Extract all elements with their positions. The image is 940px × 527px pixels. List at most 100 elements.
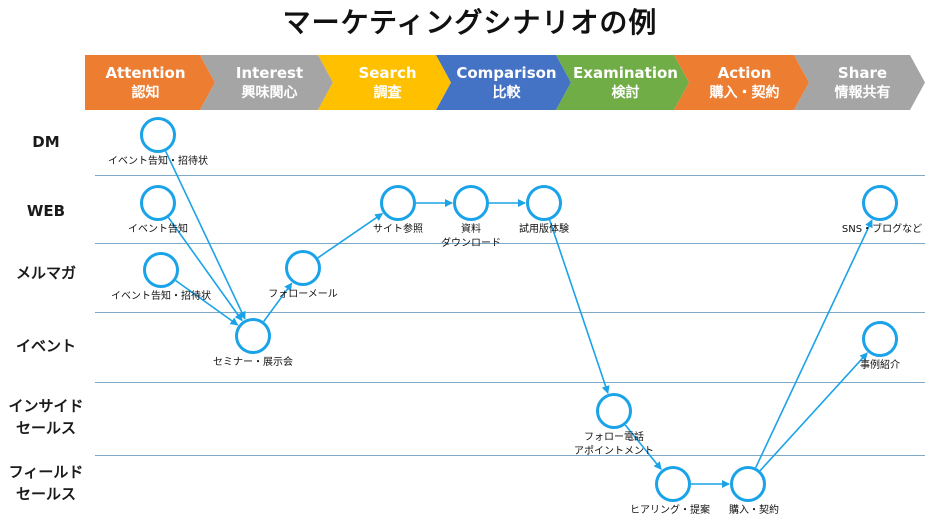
node-label-follow-call: フォロー電話アポイントメント (574, 431, 654, 459)
stage-name-ja: 認知 (131, 84, 160, 101)
node-mail-invite (142, 251, 179, 288)
node-label-line: イベント告知 (128, 224, 188, 235)
row-divider (95, 243, 925, 244)
node-download (452, 184, 489, 221)
row-divider (95, 382, 925, 383)
node-trial (525, 184, 562, 221)
node-label-seminar: セミナー・展示会 (213, 356, 293, 370)
node-label-trial: 試用版体験 (519, 223, 569, 237)
row-label-line: セールス (15, 419, 76, 437)
flow-arrow-trial-to-follow-call (548, 219, 610, 394)
row-divider (95, 175, 925, 176)
stage-name-ja: 比較 (492, 84, 521, 101)
flow-arrow-seminar-to-follow-mail (263, 282, 293, 322)
stage-name-en: Search (358, 63, 417, 82)
row-label-line: イベント (15, 337, 76, 355)
stage-chevron-2 (318, 55, 451, 110)
node-label-line: イベント告知・招待状 (108, 156, 208, 167)
flow-arrow-purchase-to-sns (754, 219, 873, 469)
stage-chevron-0 (85, 55, 215, 110)
node-label-line: イベント告知・招待状 (111, 291, 211, 302)
flow-arrow-dm-invite-to-seminar (164, 150, 246, 320)
stage-label-5: Action 購入・契約 (685, 55, 805, 110)
node-label-line: 資料 (461, 224, 481, 235)
node-sns (861, 184, 898, 221)
stage-name-ja: 調査 (373, 84, 402, 101)
stage-name-ja: 興味関心 (241, 84, 298, 101)
stage-name-en: Share (837, 63, 888, 82)
node-hearing (654, 465, 691, 502)
row-label-line: セールス (15, 485, 76, 503)
row-label-0: DM (0, 122, 92, 162)
node-label-line: ヒアリング・提案 (630, 505, 710, 516)
row-label-line: フィールド (8, 463, 84, 481)
stage-chevron-3 (436, 55, 571, 110)
stage-label-6: Share 情報共有 (803, 55, 923, 110)
node-label-site-visit: サイト参照 (373, 223, 423, 237)
node-label-case-intro: 事例紹介 (860, 359, 900, 373)
node-label-mail-invite: イベント告知・招待状 (111, 290, 211, 304)
node-label-hearing: ヒアリング・提案 (630, 504, 710, 518)
stage-name-en: Interest (235, 63, 304, 82)
flow-arrow-follow-call-to-hearing (624, 424, 662, 470)
row-label-4: インサイドセールス (0, 389, 92, 445)
node-seminar (234, 317, 271, 354)
node-label-line: フォローメール (268, 289, 338, 300)
stage-label-0: Attention 認知 (86, 55, 206, 110)
stage-name-ja: 購入・契約 (709, 84, 780, 101)
stage-name-en: Comparison (456, 63, 557, 82)
node-label-line: フォロー電話 (584, 432, 644, 443)
node-follow-call (595, 392, 632, 429)
stage-name-en: Attention (105, 63, 186, 82)
node-site-visit (379, 184, 416, 221)
row-label-line: DM (32, 133, 60, 151)
node-label-sns: SNS・ブログなど (842, 223, 922, 237)
node-label-line: ダウンロード (441, 238, 501, 249)
row-divider (95, 312, 925, 313)
node-web-notice (139, 184, 176, 221)
stage-name-en: Examination (573, 63, 678, 82)
stage-label-1: Interest 興味関心 (210, 55, 330, 110)
stage-label-2: Search 調査 (328, 55, 448, 110)
row-label-5: フィールドセールス (0, 455, 92, 511)
node-label-line: SNS・ブログなど (841, 224, 923, 235)
node-dm-invite (139, 116, 176, 153)
node-label-download: 資料ダウンロード (441, 223, 501, 251)
node-label-dm-invite: イベント告知・招待状 (108, 155, 208, 169)
node-label-line: 試用版体験 (519, 224, 569, 235)
node-label-purchase: 購入・契約 (729, 504, 779, 518)
node-label-line: サイト参照 (373, 224, 423, 235)
flow-arrow-mail-invite-to-seminar (175, 279, 239, 326)
stage-name-ja: 検討 (611, 84, 640, 101)
row-label-2: メルマガ (0, 253, 92, 293)
stage-chevron-6 (794, 55, 925, 110)
stage-chevron-5 (674, 55, 809, 110)
row-label-line: インサイド (8, 397, 84, 415)
node-label-line: 事例紹介 (860, 360, 900, 371)
row-label-line: メルマガ (15, 264, 76, 282)
row-label-line: WEB (26, 202, 66, 220)
node-label-line: 購入・契約 (729, 505, 779, 516)
node-label-web-notice: イベント告知 (128, 223, 188, 237)
row-label-1: WEB (0, 191, 92, 231)
flow-arrow-follow-mail-to-site-visit (317, 213, 384, 259)
node-follow-mail (284, 249, 321, 286)
node-label-line: セミナー・展示会 (213, 357, 293, 368)
stage-chevron-1 (200, 55, 333, 110)
stage-name-en: Action (717, 63, 772, 82)
flow-arrow-purchase-to-case-intro (759, 352, 868, 472)
node-label-follow-mail: フォローメール (268, 288, 338, 302)
node-case-intro (861, 320, 898, 357)
stage-label-3: Comparison 比較 (447, 55, 567, 110)
page-title: マーケティングシナリオの例 (282, 6, 658, 39)
stage-label-4: Examination 検討 (566, 55, 686, 110)
node-purchase (729, 465, 766, 502)
flow-arrow-web-notice-to-seminar (167, 217, 243, 322)
row-label-3: イベント (0, 326, 92, 366)
row-divider (95, 455, 925, 456)
stage-chevron-4 (556, 55, 689, 110)
stage-name-ja: 情報共有 (834, 84, 891, 101)
node-label-line: アポイントメント (574, 446, 654, 457)
